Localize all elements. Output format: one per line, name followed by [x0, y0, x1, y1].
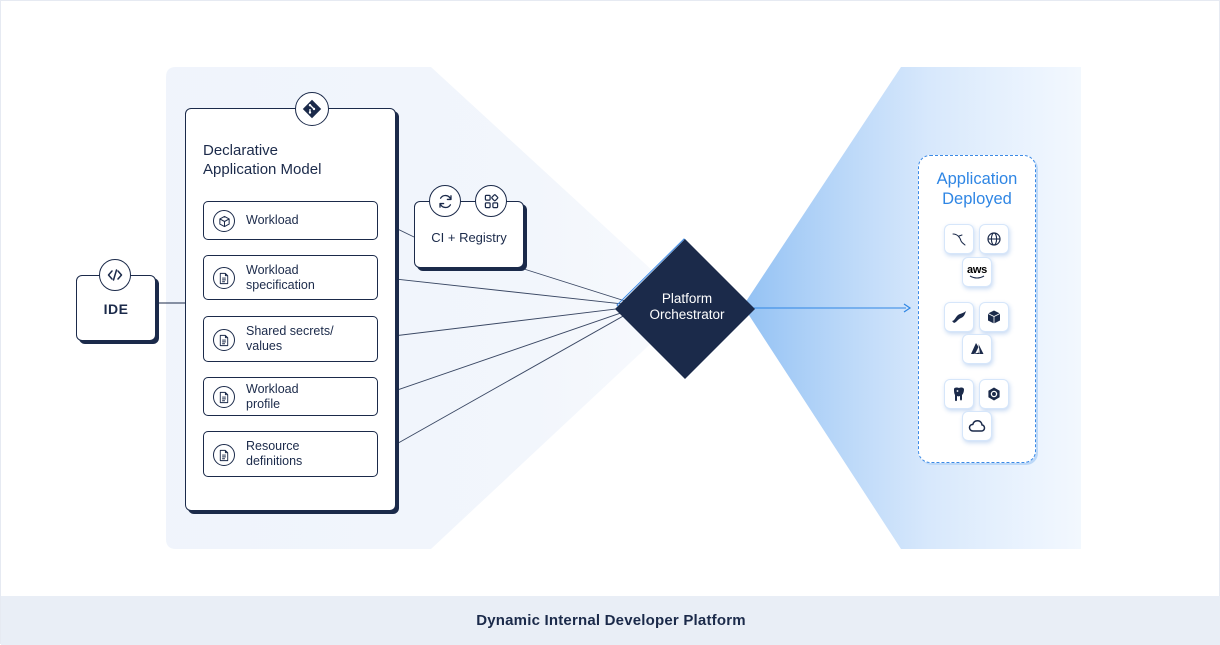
- item-spec-line2: specification: [246, 278, 315, 292]
- item-profile-line2: profile: [246, 397, 281, 411]
- mariadb-icon: [944, 302, 974, 332]
- item-spec-line1: Workload: [246, 263, 299, 277]
- line-profile-orchestrator: [376, 305, 642, 398]
- document-icon: [213, 444, 235, 466]
- deployed-title-line1: Application: [936, 170, 1018, 188]
- arrow-head: [903, 303, 912, 313]
- orchestrator-label[interactable]: Platform Orchestrator: [631, 291, 743, 323]
- line-secrets-orchestrator: [376, 305, 642, 339]
- line-ci-orchestrator: [523, 268, 642, 307]
- postgres-icon: [944, 379, 974, 409]
- item-workload[interactable]: Workload: [203, 201, 378, 240]
- item-workload-specification[interactable]: Workload specification: [203, 255, 378, 300]
- azure-icon: [962, 334, 992, 364]
- item-resources-line2: definitions: [246, 454, 303, 468]
- document-icon: [213, 329, 235, 351]
- item-resource-definitions[interactable]: Resource definitions: [203, 431, 378, 477]
- cloud-icon: [962, 411, 992, 441]
- ide-card[interactable]: IDE: [76, 275, 156, 341]
- declarative-application-model-card: Declarative Application Model Workload W…: [185, 108, 396, 511]
- document-icon: [213, 386, 235, 408]
- sync-icon: [429, 185, 461, 217]
- footer-title: Dynamic Internal Developer Platform: [1, 596, 1220, 645]
- ci-label: CI + Registry: [431, 230, 507, 245]
- line-resources-orchestrator: [376, 305, 642, 456]
- mysql-icon: [944, 224, 974, 254]
- grid-icon: [475, 185, 507, 217]
- ci-registry-card[interactable]: CI + Registry: [414, 201, 524, 268]
- item-workload-specification-label: Workload specification: [246, 263, 315, 293]
- item-resources-line1: Resource: [246, 439, 300, 453]
- globe-icon: [979, 224, 1009, 254]
- diagram: IDE Declarative Application Model Worklo…: [1, 1, 1220, 596]
- document-icon: [213, 267, 235, 289]
- line-spec-orchestrator: [376, 276, 642, 307]
- item-resource-definitions-label: Resource definitions: [246, 439, 302, 469]
- model-title-line2: Application Model: [203, 161, 322, 178]
- item-shared-secrets[interactable]: Shared secrets/ values: [203, 316, 378, 362]
- item-shared-secrets-label: Shared secrets/ values: [246, 324, 334, 354]
- diagram-background: [156, 67, 1081, 549]
- item-secrets-line1: Shared secrets/: [246, 324, 334, 338]
- model-title-line1: Declarative: [203, 142, 279, 159]
- deployed-title-line2: Deployed: [942, 190, 1012, 208]
- orchestrator-line2: Orchestrator: [649, 307, 725, 322]
- item-workload-profile[interactable]: Workload profile: [203, 377, 378, 416]
- aws-wordmark: aws: [967, 264, 987, 276]
- cube-icon: [213, 210, 235, 232]
- ide-label: IDE: [103, 301, 129, 317]
- aws-icon: aws: [962, 257, 992, 287]
- item-secrets-line2: values: [246, 339, 283, 353]
- application-deployed-panel: Application Deployed aws: [918, 155, 1036, 463]
- item-profile-line1: Workload: [246, 382, 299, 396]
- deployed-title: Application Deployed: [919, 169, 1035, 209]
- box-icon: [979, 302, 1009, 332]
- code-icon: [99, 259, 131, 291]
- git-icon: [295, 92, 329, 126]
- orchestrator-diamond: [615, 239, 755, 379]
- gcp-icon: [979, 379, 1009, 409]
- item-workload-label: Workload: [246, 213, 299, 227]
- model-title: Declarative Application Model: [203, 141, 383, 179]
- item-workload-profile-label: Workload profile: [246, 382, 299, 412]
- orchestrator-line1: Platform: [661, 291, 713, 306]
